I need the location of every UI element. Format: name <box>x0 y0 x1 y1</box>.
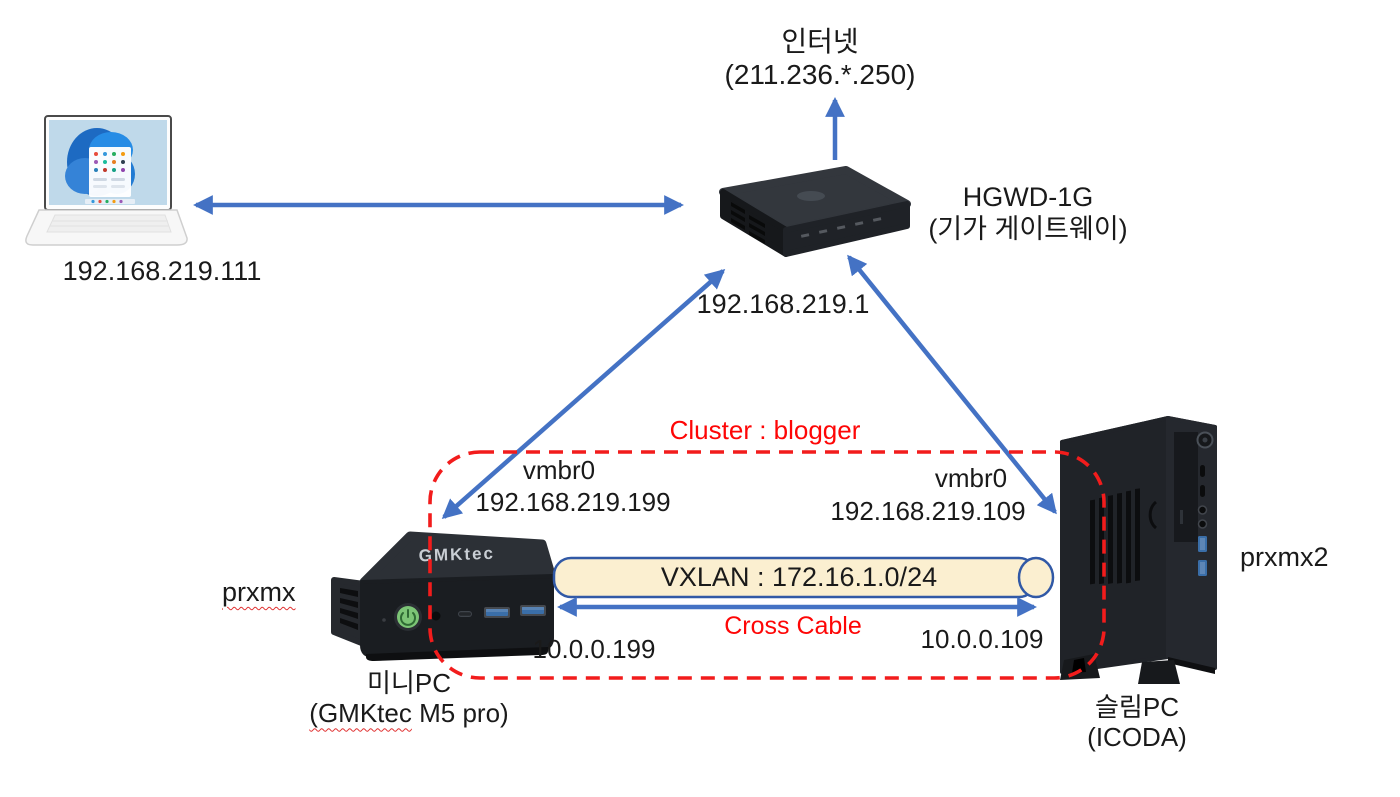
mini-pc-icon: GMKtec <box>331 531 557 661</box>
slimpc-cross-ip: 10.0.0.109 <box>920 624 1044 654</box>
laptop-ip-label: 192.168.219.111 <box>62 256 262 286</box>
slim-pc-image <box>1050 410 1240 688</box>
internet-title: 인터넷 <box>781 26 859 57</box>
laptop-icon <box>25 115 188 246</box>
gateway-subtitle: (기가 게이트웨이) <box>928 213 1128 244</box>
slim-pc-icon <box>1060 416 1217 684</box>
internet-ip: (211.236.*.250) <box>724 58 916 90</box>
minipc-caption-line1: 미니PC <box>367 668 451 698</box>
slimpc-caption-line2: (ICODA) <box>1087 722 1187 753</box>
laptop-image <box>25 112 190 257</box>
gateway-router-icon <box>719 166 911 257</box>
slimpc-caption-line1: 슬림PC <box>1095 692 1179 722</box>
gateway-image <box>683 158 923 276</box>
cross-cable-label: Cross Cable <box>724 612 862 640</box>
gateway-model: HGWD-1G <box>962 182 1094 212</box>
minipc-caption-model-a: (GMKtec <box>309 698 412 729</box>
mini-pc-image: GMKtec <box>312 518 562 666</box>
gateway-label: HGWD-1G (기가 게이트웨이) <box>928 182 1127 245</box>
minipc-caption: 미니PC (GMKtec M5 pro) <box>309 668 508 729</box>
gmktec-logo: GMKtec <box>418 544 495 566</box>
gateway-ip-label: 192.168.219.1 <box>696 289 870 319</box>
slimpc-hostname: prxmx2 <box>1240 542 1329 572</box>
minipc-bridge-label: vmbr0 <box>522 455 596 485</box>
slimpc-caption: 슬림PC (ICODA) <box>1087 692 1187 753</box>
cluster-label: Cluster : blogger <box>669 415 861 445</box>
minipc-caption-model-b: M5 pro) <box>411 698 509 729</box>
minipc-hostname: prxmx <box>222 577 296 607</box>
minipc-cross-ip: 10.0.0.199 <box>532 634 656 664</box>
minipc-caption-line2: (GMKtec M5 pro) <box>309 698 508 728</box>
internet-label: 인터넷 (211.236.*.250) <box>725 26 916 92</box>
start-menu-graphic <box>89 147 131 197</box>
slimpc-bridge-label: vmbr0 <box>934 463 1008 493</box>
minipc-bridge-ip: 192.168.219.199 <box>475 487 671 517</box>
vxlan-label: VXLAN : 172.16.1.0/24 <box>660 562 938 592</box>
slimpc-bridge-ip: 192.168.219.109 <box>830 496 1026 526</box>
